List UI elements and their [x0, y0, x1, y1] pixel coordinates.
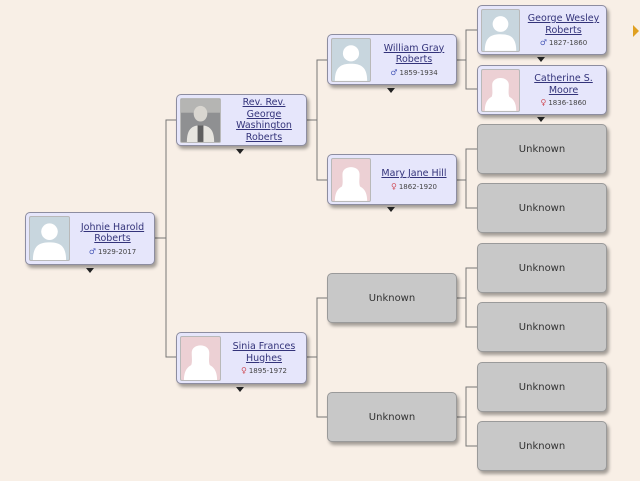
person-name[interactable]: Catherine S. Moore [534, 73, 593, 96]
caret-down-icon[interactable] [236, 387, 244, 392]
unknown-person-card[interactable]: Unknown [327, 273, 457, 323]
male-silhouette-icon [331, 38, 371, 82]
person-dates: ♀1862-1920 [390, 181, 437, 191]
person-dates: ♀1836-1860 [540, 98, 587, 107]
unknown-person-card[interactable]: Unknown [477, 421, 607, 471]
person-name[interactable]: George Wesley Roberts [527, 13, 600, 36]
caret-down-icon[interactable] [387, 88, 395, 93]
portrait-photo [180, 98, 221, 143]
arrow-right-icon[interactable] [633, 25, 639, 37]
caret-down-icon[interactable] [537, 57, 545, 62]
female-silhouette-icon [481, 69, 520, 112]
unknown-person-card[interactable]: Unknown [477, 124, 607, 174]
person-card-johnie-harold-roberts[interactable]: Johnie Harold Roberts ♂1929-2017 [25, 212, 155, 265]
female-symbol-icon: ♀ [390, 181, 397, 191]
person-name[interactable]: Mary Jane Hill [381, 168, 447, 180]
female-symbol-icon: ♀ [540, 98, 547, 107]
person-card-mary-jane-hill[interactable]: Mary Jane Hill ♀1862-1920 [327, 154, 457, 205]
person-name[interactable]: Sinia Frances Hughes [232, 341, 296, 364]
female-silhouette-icon [331, 158, 371, 202]
person-dates: ♀1895-1972 [240, 366, 287, 375]
person-dates: ♂1929-2017 [88, 246, 137, 256]
male-silhouette-icon [29, 216, 70, 261]
unknown-person-card[interactable]: Unknown [477, 362, 607, 412]
male-silhouette-icon [481, 9, 520, 52]
unknown-person-card[interactable]: Unknown [327, 392, 457, 442]
female-silhouette-icon [180, 336, 221, 381]
caret-down-icon[interactable] [387, 207, 395, 212]
unknown-person-card[interactable]: Unknown [477, 302, 607, 352]
person-dates: ♂1859-1934 [390, 67, 438, 77]
person-card-william-gray-roberts[interactable]: William Gray Roberts ♂1859-1934 [327, 34, 457, 85]
female-symbol-icon: ♀ [240, 366, 247, 375]
male-symbol-icon: ♂ [539, 38, 547, 47]
caret-down-icon[interactable] [236, 149, 244, 154]
person-card-george-washington-roberts[interactable]: Rev. Rev. George Washington Roberts [176, 94, 307, 146]
person-card-catherine-s-moore[interactable]: Catherine S. Moore ♀1836-1860 [477, 65, 607, 115]
unknown-person-card[interactable]: Unknown [477, 183, 607, 233]
person-dates: ♂1827-1860 [539, 38, 588, 47]
caret-down-icon[interactable] [86, 268, 94, 273]
person-name[interactable]: Johnie Harold Roberts [80, 221, 145, 245]
male-symbol-icon: ♂ [390, 67, 398, 77]
person-name[interactable]: Rev. Rev. George Washington Roberts [236, 97, 292, 143]
male-symbol-icon: ♂ [88, 246, 96, 256]
person-card-sinia-frances-hughes[interactable]: Sinia Frances Hughes ♀1895-1972 [176, 332, 307, 384]
person-name[interactable]: William Gray Roberts [383, 42, 445, 66]
caret-down-icon[interactable] [537, 117, 545, 122]
person-card-george-wesley-roberts[interactable]: George Wesley Roberts ♂1827-1860 [477, 5, 607, 55]
unknown-person-card[interactable]: Unknown [477, 243, 607, 293]
